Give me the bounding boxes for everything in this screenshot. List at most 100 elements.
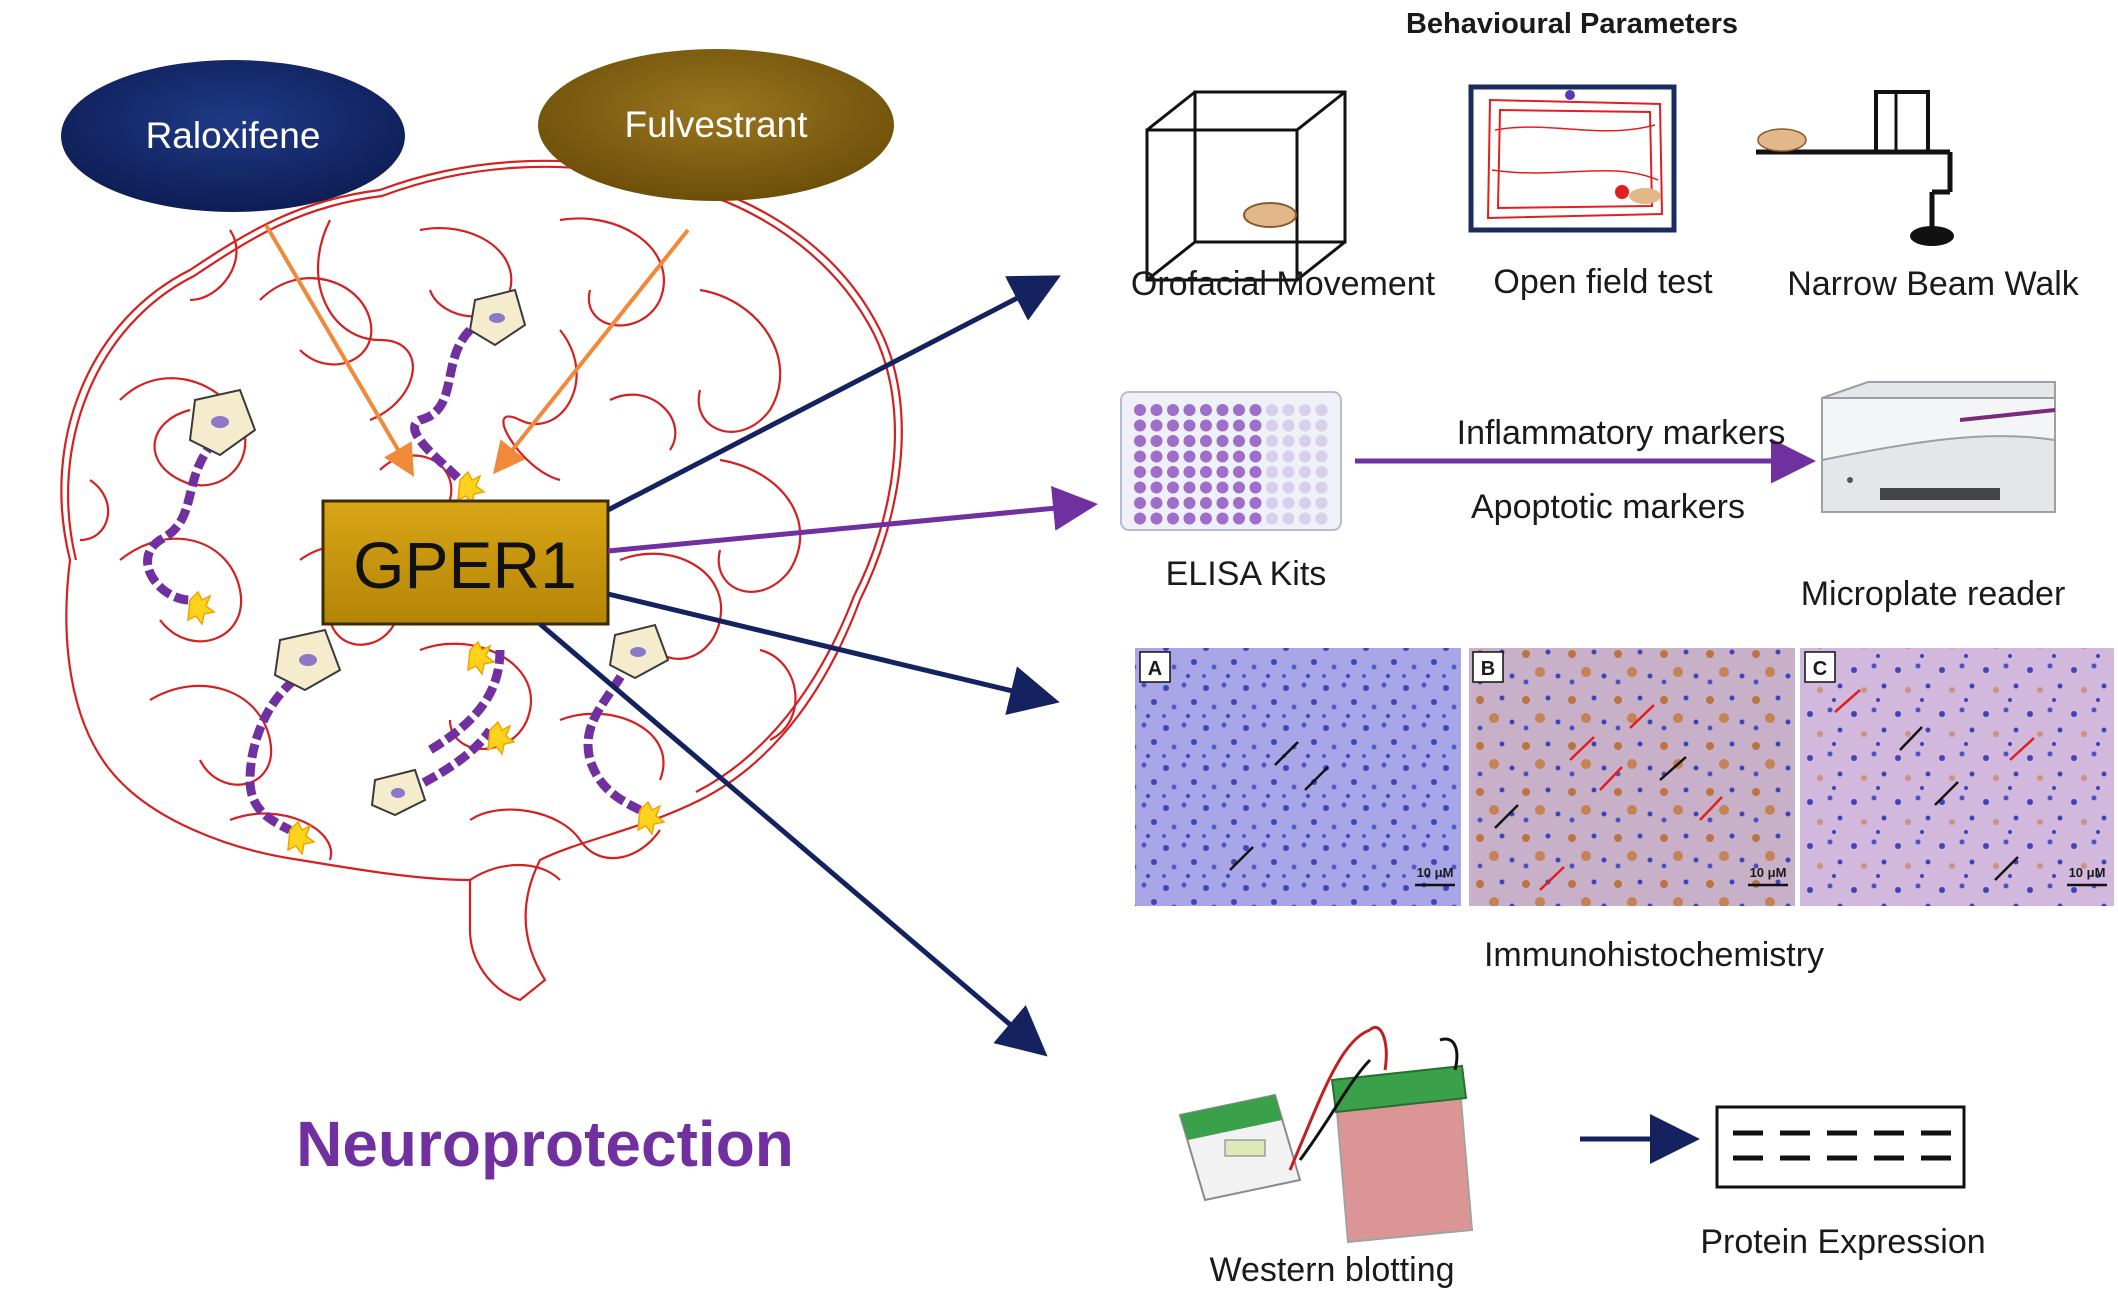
elisa-well xyxy=(1266,450,1278,463)
elisa-well xyxy=(1249,512,1262,525)
elisa-well xyxy=(1216,466,1229,478)
orofacial-box-icon xyxy=(1145,90,1347,282)
elisa-well xyxy=(1299,497,1311,509)
elisa-well xyxy=(1266,419,1278,432)
behaviour-heading: Behavioural Parameters xyxy=(1406,8,1738,40)
neuron-network xyxy=(143,288,670,856)
elisa-well xyxy=(1167,404,1179,416)
elisa-well xyxy=(1299,419,1311,432)
elisa-well xyxy=(1150,435,1163,447)
gper1-node: GPER1 xyxy=(321,499,610,626)
elisa-well xyxy=(1266,497,1278,509)
gper1-label: GPER1 xyxy=(353,528,577,602)
ihc-scale-b: 10 μM xyxy=(1750,865,1787,880)
elisa-well xyxy=(1216,481,1229,494)
elisa-well xyxy=(1134,512,1146,525)
elisa-well xyxy=(1150,512,1163,525)
elisa-well xyxy=(1183,419,1196,432)
elisa-well xyxy=(1183,404,1196,416)
ihc-panel-b-label: B xyxy=(1481,658,1495,680)
elisa-well xyxy=(1233,481,1245,494)
elisa-well xyxy=(1167,419,1179,432)
elisa-well xyxy=(1299,466,1311,478)
elisa-well xyxy=(1200,497,1212,509)
behaviour-test-3: Narrow Beam Walk xyxy=(1787,265,2080,303)
elisa-well xyxy=(1200,450,1212,463)
elisa-well xyxy=(1249,404,1262,416)
elisa-well xyxy=(1233,512,1245,525)
elisa-well xyxy=(1167,512,1179,525)
elisa-well xyxy=(1315,419,1328,432)
ihc-panel-b xyxy=(1469,648,1795,906)
elisa-well xyxy=(1167,497,1179,509)
elisa-well xyxy=(1315,435,1328,447)
elisa-well xyxy=(1233,435,1245,447)
elisa-well xyxy=(1200,481,1212,494)
elisa-well xyxy=(1167,481,1179,494)
elisa-well xyxy=(1200,419,1212,432)
elisa-well xyxy=(1249,419,1262,432)
elisa-well xyxy=(1167,435,1179,447)
elisa-well xyxy=(1200,512,1212,525)
elisa-well xyxy=(1216,450,1229,463)
elisa-well xyxy=(1282,435,1295,447)
elisa-well xyxy=(1167,466,1179,478)
elisa-well xyxy=(1134,481,1146,494)
elisa-well xyxy=(1150,481,1163,494)
ihc-scale-c: 10 μM xyxy=(2069,865,2106,880)
elisa-well xyxy=(1282,450,1295,463)
behaviour-test-2: Open field test xyxy=(1493,263,1713,301)
marker-2-label: Apoptotic markers xyxy=(1471,488,1745,526)
elisa-well xyxy=(1134,466,1146,478)
elisa-well xyxy=(1299,435,1311,447)
raloxifene-label: Raloxifene xyxy=(146,115,321,156)
drug-arrows xyxy=(264,223,690,477)
fulvestrant-node: Fulvestrant xyxy=(538,49,894,201)
elisa-well xyxy=(1150,450,1163,463)
ihc-panel-c-label: C xyxy=(1813,658,1827,680)
elisa-well xyxy=(1183,512,1196,525)
elisa-well xyxy=(1216,419,1229,432)
microplate-reader-icon xyxy=(1821,381,2056,513)
elisa-well xyxy=(1183,481,1196,494)
ihc-panel-a xyxy=(1135,648,1461,906)
raloxifene-node: Raloxifene xyxy=(61,60,405,212)
elisa-well xyxy=(1282,419,1295,432)
elisa-well xyxy=(1233,450,1245,463)
elisa-well xyxy=(1216,404,1229,416)
elisa-well xyxy=(1134,419,1146,432)
open-field-icon xyxy=(1468,84,1677,233)
elisa-well xyxy=(1299,512,1311,525)
western-label: Western blotting xyxy=(1209,1251,1454,1289)
elisa-well xyxy=(1233,497,1245,509)
elisa-well xyxy=(1216,497,1229,509)
elisa-well xyxy=(1150,404,1163,416)
elisa-well xyxy=(1134,435,1146,447)
elisa-well xyxy=(1299,481,1311,494)
elisa-well xyxy=(1266,466,1278,478)
elisa-well xyxy=(1315,481,1328,494)
elisa-well xyxy=(1282,481,1295,494)
protein-expression-label: Protein Expression xyxy=(1700,1223,1985,1261)
elisa-well xyxy=(1150,466,1163,478)
elisa-well xyxy=(1183,466,1196,478)
protein-bands-icon xyxy=(1715,1105,1966,1189)
elisa-well xyxy=(1216,512,1229,525)
elisa-well xyxy=(1249,450,1262,463)
elisa-well xyxy=(1233,419,1245,432)
elisa-well xyxy=(1249,497,1262,509)
elisa-well xyxy=(1167,450,1179,463)
behaviour-test-1: Orofacial Movement xyxy=(1131,265,1436,303)
elisa-well xyxy=(1200,435,1212,447)
outcome-arrows xyxy=(538,275,1098,1057)
ihc-panels: A B C 10 μM 10 μM 10 μM xyxy=(1135,648,2114,906)
elisa-plate-icon xyxy=(1120,391,1342,531)
elisa-well xyxy=(1282,404,1295,416)
elisa-well xyxy=(1249,435,1262,447)
elisa-well xyxy=(1315,450,1328,463)
elisa-well xyxy=(1266,404,1278,416)
reader-label: Microplate reader xyxy=(1801,575,2066,613)
elisa-well xyxy=(1266,512,1278,525)
elisa-well xyxy=(1299,404,1311,416)
